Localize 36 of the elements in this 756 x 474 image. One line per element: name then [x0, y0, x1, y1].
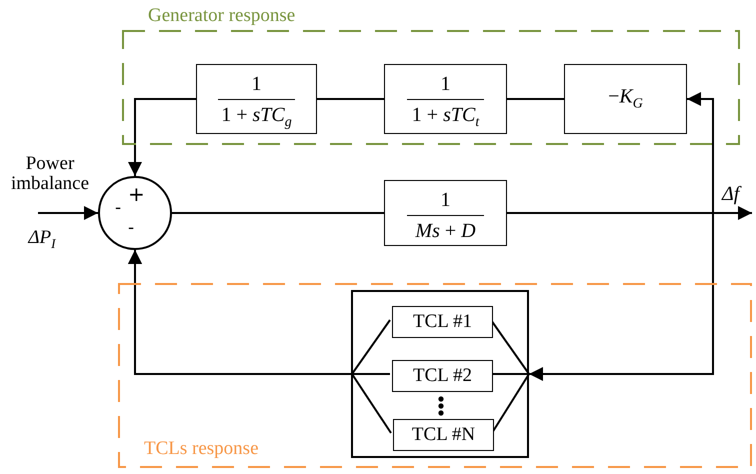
numerator: 1	[440, 188, 452, 212]
transfer-function-block	[196, 64, 317, 134]
connector-line	[317, 98, 384, 100]
transfer-function-block	[384, 180, 507, 246]
block-label: TCL #N	[410, 424, 476, 446]
dashed-region	[118, 283, 752, 468]
denominator: 1 + sTC$_{g}$	[220, 103, 293, 132]
group-box	[351, 290, 529, 458]
signal-arrow	[128, 250, 392, 434]
connector-line	[172, 212, 384, 214]
connector-line	[507, 98, 564, 100]
dashed-region	[122, 5, 740, 145]
signal-arrow	[38, 206, 98, 220]
summing-junction	[98, 176, 172, 250]
denominator: 1 + sTC$_{t}$	[410, 103, 480, 132]
process-box	[564, 64, 687, 134]
denominator: Ms + D	[414, 219, 477, 243]
process-box	[393, 419, 494, 451]
input-label: Power imbalance	[10, 154, 90, 194]
block-label: TCL #1	[412, 311, 473, 333]
connector-line	[491, 373, 529, 375]
region-title: TCLs response	[144, 438, 259, 460]
signal-arrow	[128, 98, 196, 176]
numerator: 1	[440, 72, 452, 96]
region-title: Generator response	[148, 5, 296, 27]
block-label: TCL #2	[412, 365, 473, 387]
sign-label: +	[128, 184, 145, 204]
signal-label: ΔP$_{I}$	[26, 228, 57, 251]
transfer-function-block	[384, 64, 507, 134]
process-box	[392, 306, 493, 338]
process-box	[392, 360, 493, 392]
gain-label: −K$_{G}$	[607, 86, 644, 112]
signal-label: Δf	[718, 183, 754, 213]
sign-label: -	[115, 200, 122, 217]
sign-label: -	[128, 220, 134, 237]
numerator: 1	[250, 72, 262, 96]
